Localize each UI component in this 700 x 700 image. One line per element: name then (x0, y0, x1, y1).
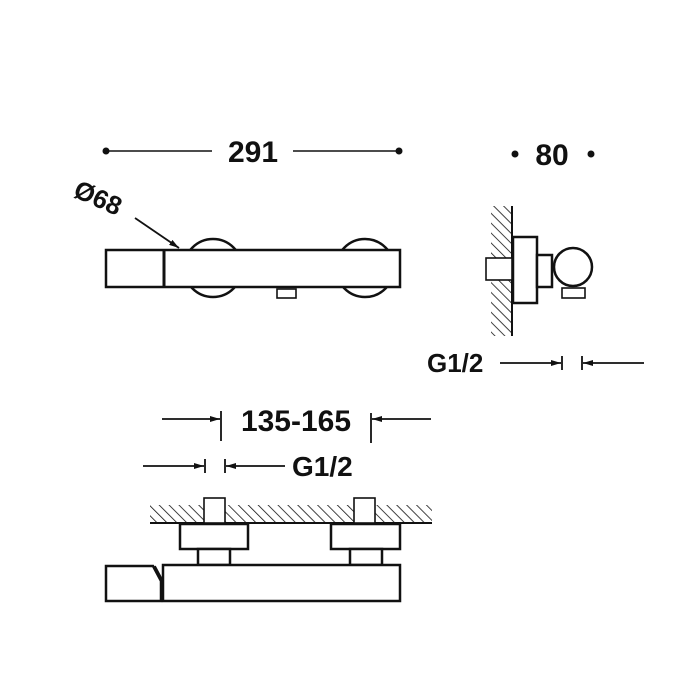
inlet-port-right (353, 497, 376, 524)
side-body (511, 235, 539, 305)
mount-block-right (329, 522, 402, 551)
mount-block-left (178, 522, 250, 551)
bottom-view: 135-165 G1/2 (104, 405, 432, 603)
leader-arrow (134, 217, 180, 249)
wall-hatch (150, 505, 432, 523)
bottom-handle (104, 564, 163, 603)
center-distance-label: 135-165 (241, 405, 351, 438)
outlet-nipple (276, 288, 297, 299)
dimension-inlet-thread: G1/2 (143, 451, 353, 482)
mixer-body (104, 248, 402, 289)
dimension-rosette-diameter: Ø68 (70, 174, 180, 249)
rosette-diameter-label: Ø68 (70, 174, 127, 221)
side-outlet-nipple (561, 287, 586, 299)
side-view: 80 G1/2 (427, 139, 644, 378)
dimension-overall-width: 291 (102, 136, 403, 169)
dimension-endpoint-dot (395, 147, 403, 155)
inlet-pipe (485, 257, 513, 281)
stem-right (348, 547, 384, 567)
inlet-thread-label: G1/2 (292, 451, 353, 482)
side-handle (552, 246, 594, 288)
dimension-outlet-thread: G1/2 (427, 348, 644, 378)
front-view: 291 Ø68 (70, 136, 403, 299)
dimension-endpoint-dot (511, 150, 519, 158)
outlet-thread-label: G1/2 (427, 348, 483, 378)
dimension-endpoint-dot (587, 150, 595, 158)
dimension-depth: 80 (511, 139, 595, 172)
stem-left (196, 547, 232, 567)
overall-width-label: 291 (228, 136, 278, 169)
dimension-center-distance: 135-165 (162, 405, 431, 443)
depth-label: 80 (535, 139, 568, 172)
bottom-body (161, 563, 402, 603)
inlet-port-left (203, 497, 226, 524)
side-stem (535, 253, 554, 289)
